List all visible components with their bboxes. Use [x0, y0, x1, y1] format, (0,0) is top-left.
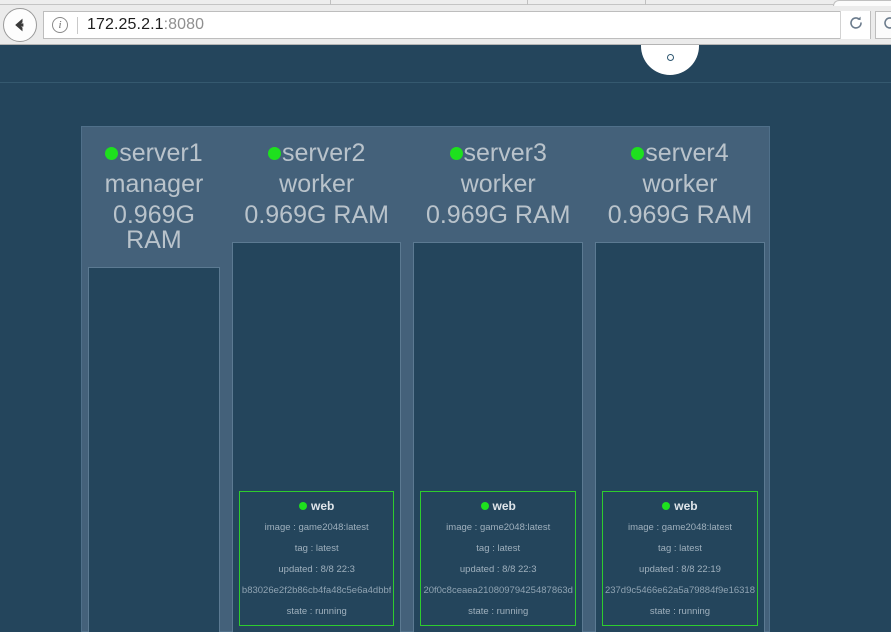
container-image: image : game2048:latest [264, 522, 369, 533]
node-role: worker [642, 170, 718, 198]
container-name: web [311, 499, 335, 513]
logo-dot-icon [666, 54, 674, 61]
container-status-dot-icon [662, 502, 671, 510]
reload-icon [882, 15, 891, 36]
node-column[interactable]: server2 worker 0.969G RAM web image : ga… [226, 127, 408, 632]
container-card[interactable]: web image : game2048:latest tag : latest… [238, 491, 395, 626]
node-name-row: server4 [595, 141, 765, 166]
swarm-node-panel: server1 manager 0.969G RAM server2 worke… [81, 126, 770, 632]
container-card[interactable]: web image : game2048:latest tag : latest… [420, 491, 576, 626]
node-container-area: web image : game2048:latest tag : latest… [231, 242, 402, 632]
node-ram: 0.969G RAM [607, 201, 753, 229]
url-port: :8080 [163, 16, 205, 33]
page-info-icon[interactable]: i [52, 17, 68, 33]
node-header: server2 worker 0.969G RAM [232, 127, 402, 228]
container-updated: updated : 8/8 22:3 [278, 564, 355, 575]
node-name-row: server1 [88, 141, 220, 166]
node-name-row: server2 [232, 141, 402, 166]
back-arrow-icon [10, 15, 30, 35]
node-status-dot-icon [449, 147, 463, 160]
node-ram: 0.969G RAM [112, 201, 195, 254]
page-content: server1 manager 0.969G RAM server2 worke… [0, 45, 891, 632]
reload-icon [848, 15, 864, 36]
container-updated: updated : 8/8 22:3 [459, 564, 537, 575]
node-column[interactable]: server4 worker 0.969G RAM web image : ga… [589, 127, 771, 632]
app-logo-badge [641, 45, 699, 75]
active-tab-edge[interactable] [833, 0, 891, 6]
container-image: image : game2048:latest [627, 522, 732, 533]
navigation-toolbar: i 172.25.2.1:8080 [0, 6, 891, 44]
container-status-dot-icon [299, 502, 307, 510]
url-divider [77, 16, 78, 34]
container-hash: 20f0c8ceaea21080979425487863d [423, 585, 573, 596]
container-state: state : running [649, 606, 711, 617]
secondary-reload-button[interactable] [875, 11, 891, 39]
node-ram: 0.969G RAM [244, 201, 389, 229]
node-role: worker [460, 170, 536, 198]
container-tag: tag : latest [294, 543, 339, 554]
node-header: server1 manager 0.969G RAM [88, 127, 220, 253]
node-name: server1 [119, 139, 203, 167]
container-name: web [492, 499, 516, 513]
node-status-dot-icon [267, 147, 281, 160]
node-column[interactable]: server1 manager 0.969G RAM [82, 127, 226, 632]
node-container-area: web image : game2048:latest tag : latest… [413, 242, 583, 632]
node-name: server3 [463, 139, 547, 167]
back-button[interactable] [3, 8, 37, 42]
node-status-dot-icon [631, 147, 645, 160]
url-host: 172.25.2.1 [87, 16, 164, 33]
node-column[interactable]: server3 worker 0.969G RAM web image : ga… [407, 127, 589, 632]
tab-separator [645, 0, 646, 5]
node-grid: server1 manager 0.969G RAM server2 worke… [82, 127, 771, 632]
container-card[interactable]: web image : game2048:latest tag : latest… [601, 491, 758, 626]
container-tag: tag : latest [658, 543, 702, 554]
container-state: state : running [286, 606, 347, 617]
node-name: server2 [281, 139, 366, 167]
container-hash: 237d9c5466e62a5a79884f9e16318 [604, 585, 755, 596]
url-text: 172.25.2.1:8080 [87, 16, 204, 34]
node-header: server3 worker 0.969G RAM [413, 127, 583, 228]
container-tag: tag : latest [476, 543, 521, 554]
node-role: manager [104, 170, 204, 198]
browser-chrome: i 172.25.2.1:8080 [0, 0, 891, 45]
node-container-area [88, 267, 220, 632]
node-role: worker [279, 170, 355, 198]
container-title-row: web [423, 499, 573, 513]
container-image: image : game2048:latest [446, 522, 551, 533]
node-ram: 0.969G RAM [425, 201, 571, 229]
tab-separator [527, 0, 528, 5]
header-divider [0, 82, 891, 83]
container-name: web [674, 499, 698, 513]
container-title-row: web [242, 499, 392, 513]
container-updated: updated : 8/8 22:19 [639, 564, 721, 575]
node-container-area: web image : game2048:latest tag : latest… [594, 242, 765, 632]
container-hash: b83026e2f2b86cb4fa48c5e6a4dbbf [241, 585, 392, 596]
container-state: state : running [468, 606, 529, 617]
node-name: server4 [645, 139, 729, 167]
address-bar[interactable]: i 172.25.2.1:8080 [43, 11, 871, 39]
container-status-dot-icon [480, 502, 489, 510]
node-status-dot-icon [105, 147, 119, 160]
node-name-row: server3 [413, 141, 583, 166]
tab-separator [330, 0, 331, 5]
node-header: server4 worker 0.969G RAM [595, 127, 765, 228]
tab-strip[interactable] [0, 0, 891, 6]
reload-button[interactable] [840, 11, 870, 39]
container-title-row: web [605, 499, 755, 513]
